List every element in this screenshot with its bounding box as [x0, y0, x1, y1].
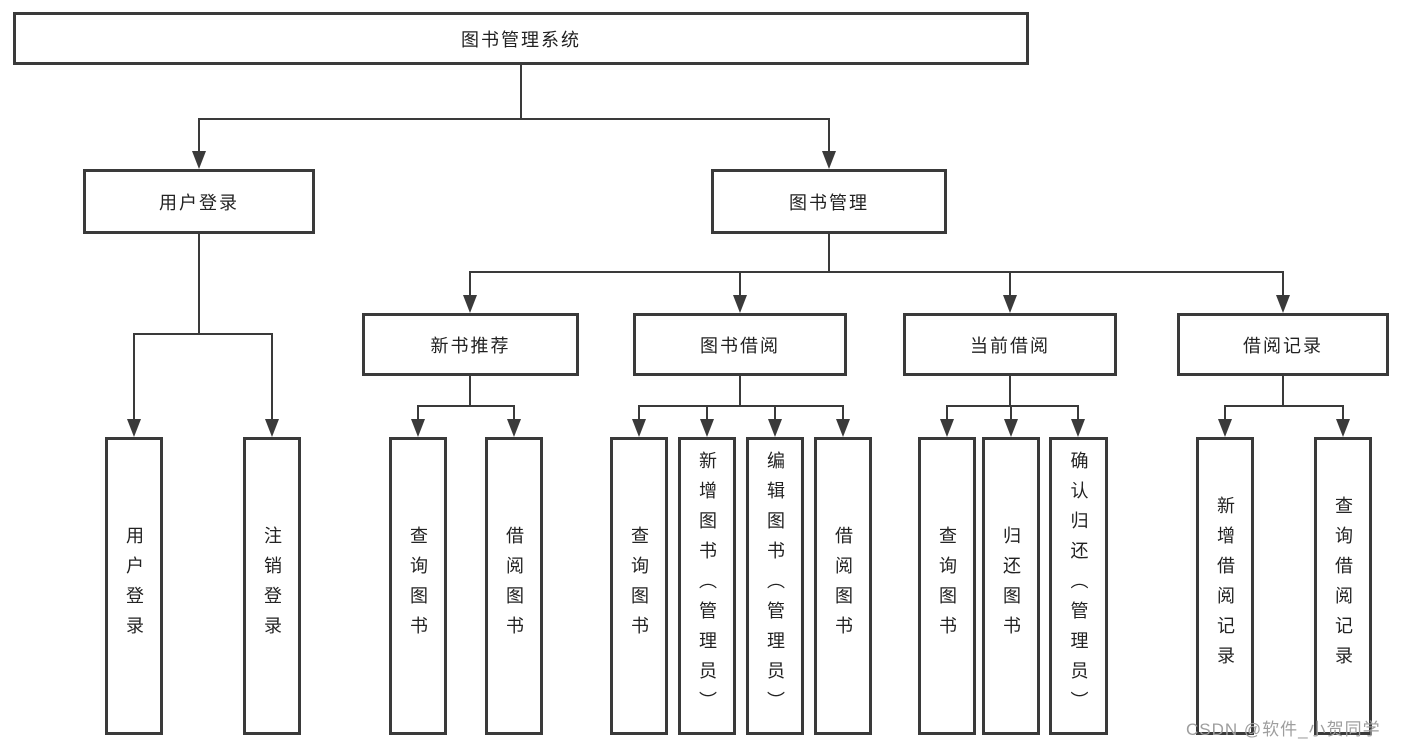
leaf-logout: 注销登录: [243, 437, 301, 735]
node-borrow-records: 借阅记录: [1177, 313, 1389, 376]
connector-line: [133, 333, 273, 335]
node-new-book-recommend: 新书推荐: [362, 313, 579, 376]
leaf-add-book-admin: 新增图书（管理员）: [678, 437, 736, 735]
arrowhead-down-icon: [411, 419, 425, 437]
arrowhead-down-icon: [1218, 419, 1232, 437]
arrowhead-down-icon: [507, 419, 521, 437]
connector-line: [739, 375, 741, 407]
leaf-borrow-books-recommend: 借阅图书: [485, 437, 543, 735]
node-root-system: 图书管理系统: [13, 12, 1029, 65]
connector-line: [946, 405, 1079, 407]
connector-line: [1224, 405, 1226, 420]
node-book-management: 图书管理: [711, 169, 947, 234]
arrowhead-down-icon: [1004, 419, 1018, 437]
leaf-edit-book-admin: 编辑图书（管理员）: [746, 437, 804, 735]
connector-line: [638, 405, 844, 407]
connector-line: [739, 271, 741, 297]
connector-line: [946, 405, 948, 420]
csdn-watermark: CSDN @软件_小贺同学: [1186, 720, 1381, 739]
leaf-return-book: 归还图书: [982, 437, 1040, 735]
connector-line: [706, 405, 708, 420]
connector-line: [469, 271, 471, 297]
connector-line: [638, 405, 640, 420]
arrowhead-down-icon: [940, 419, 954, 437]
connector-line: [133, 333, 135, 420]
leaf-user-login: 用户登录: [105, 437, 163, 735]
arrowhead-down-icon: [1336, 419, 1350, 437]
arrowhead-down-icon: [836, 419, 850, 437]
connector-line: [1282, 271, 1284, 297]
connector-line: [1342, 405, 1344, 420]
arrowhead-down-icon: [463, 295, 477, 313]
connector-line: [271, 333, 273, 420]
connector-line: [469, 375, 471, 407]
leaf-confirm-return-admin: 确认归还（管理员）: [1049, 437, 1108, 735]
connector-line: [842, 405, 844, 420]
leaf-add-borrow-record: 新增借阅记录: [1196, 437, 1254, 735]
connector-line: [520, 63, 522, 120]
arrowhead-down-icon: [127, 419, 141, 437]
arrowhead-down-icon: [700, 419, 714, 437]
arrowhead-down-icon: [265, 419, 279, 437]
connector-line: [1224, 405, 1344, 407]
connector-line: [828, 233, 830, 273]
arrowhead-down-icon: [1003, 295, 1017, 313]
node-current-borrow: 当前借阅: [903, 313, 1117, 376]
connector-line: [1077, 405, 1079, 420]
leaf-query-books-current: 查询图书: [918, 437, 976, 735]
arrowhead-down-icon: [192, 151, 206, 169]
node-user-login: 用户登录: [83, 169, 315, 234]
connector-line: [513, 405, 515, 420]
arrowhead-down-icon: [733, 295, 747, 313]
connector-line: [1009, 271, 1011, 297]
connector-line: [198, 118, 200, 154]
leaf-borrow-books: 借阅图书: [814, 437, 872, 735]
arrowhead-down-icon: [822, 151, 836, 169]
arrowhead-down-icon: [768, 419, 782, 437]
connector-line: [469, 271, 1284, 273]
connector-line: [828, 118, 830, 154]
arrowhead-down-icon: [1071, 419, 1085, 437]
connector-line: [1010, 405, 1012, 420]
connector-line: [198, 233, 200, 335]
connector-line: [774, 405, 776, 420]
leaf-query-borrow-record: 查询借阅记录: [1314, 437, 1372, 735]
leaf-query-books-borrow: 查询图书: [610, 437, 668, 735]
arrowhead-down-icon: [632, 419, 646, 437]
leaf-query-books-recommend: 查询图书: [389, 437, 447, 735]
connector-line: [1009, 375, 1011, 407]
connector-line: [198, 118, 830, 120]
arrowhead-down-icon: [1276, 295, 1290, 313]
node-book-borrow: 图书借阅: [633, 313, 847, 376]
connector-line: [1282, 375, 1284, 407]
connector-line: [417, 405, 515, 407]
connector-line: [417, 405, 419, 420]
